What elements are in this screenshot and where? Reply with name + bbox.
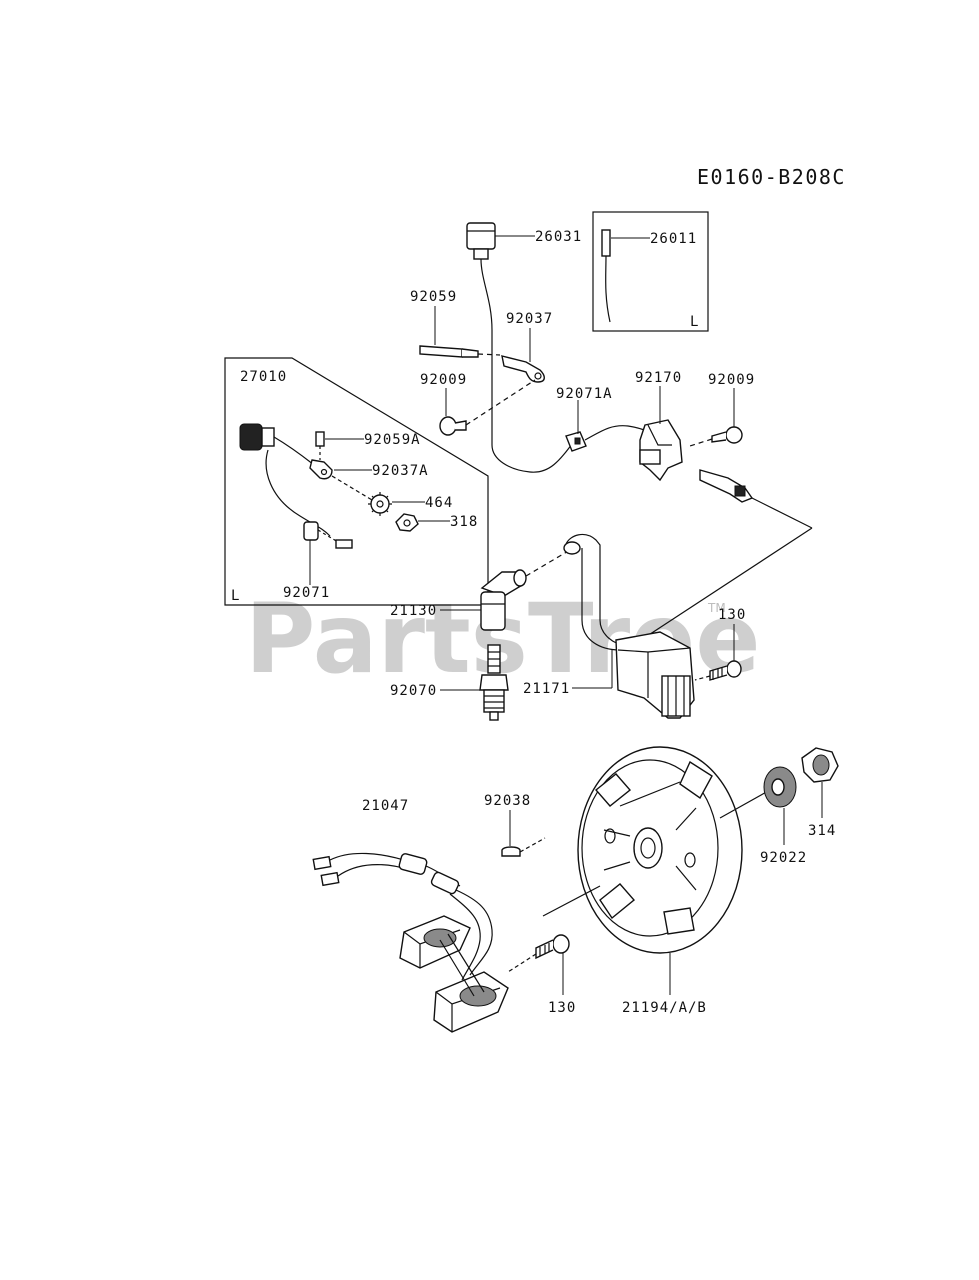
callout-92038[interactable]: 92038 xyxy=(484,793,531,809)
part-26011-drawing xyxy=(601,229,611,323)
callout-92009-upper[interactable]: 92009 xyxy=(420,372,467,388)
inset-26011: L 26011 xyxy=(592,211,709,332)
callout-92059A[interactable]: 92059A xyxy=(364,432,421,448)
part-92009a-drawing xyxy=(439,379,536,436)
callout-27010[interactable]: 27010 xyxy=(240,369,287,385)
callout-21047[interactable]: 21047 xyxy=(362,798,409,814)
callout-92022[interactable]: 92022 xyxy=(760,850,807,866)
part-21047-drawing xyxy=(312,852,509,1033)
callout-314[interactable]: 314 xyxy=(808,823,836,839)
callout-92070[interactable]: 92070 xyxy=(390,683,437,699)
callout-92009-right[interactable]: 92009 xyxy=(708,372,755,388)
callout-92071[interactable]: 92071 xyxy=(283,585,330,601)
callout-92037[interactable]: 92037 xyxy=(506,311,553,327)
callout-92071A[interactable]: 92071A xyxy=(556,386,613,402)
diagram-code: E0160-B208C xyxy=(697,165,846,189)
callout-21194[interactable]: 21194/A/B xyxy=(622,1000,707,1016)
callout-92059[interactable]: 92059 xyxy=(410,289,457,305)
part-92038-drawing xyxy=(501,837,546,857)
part-464-drawing xyxy=(368,492,392,516)
part-92022-drawing xyxy=(763,766,797,808)
callout-21130[interactable]: 21130 xyxy=(390,603,437,619)
part-26031-drawing xyxy=(466,222,576,473)
part-21130-drawing xyxy=(480,549,571,631)
part-130b-drawing xyxy=(507,934,570,973)
part-21194-drawing xyxy=(542,746,771,954)
part-314-drawing xyxy=(801,747,839,783)
inset-marker-27010: L xyxy=(231,588,240,604)
part-92009b-drawing xyxy=(689,426,743,447)
watermark-tm: TM xyxy=(707,601,726,615)
callout-92170[interactable]: 92170 xyxy=(635,370,682,386)
part-92059-drawing xyxy=(419,345,501,358)
callout-92037A[interactable]: 92037A xyxy=(372,463,429,479)
part-92071A-drawing xyxy=(565,431,587,452)
part-92170-drawing xyxy=(639,419,754,503)
inset-marker: L xyxy=(690,314,699,330)
part-92070-drawing xyxy=(479,644,509,721)
part-318-drawing xyxy=(395,513,419,532)
callout-318[interactable]: 318 xyxy=(450,514,478,530)
callout-26011[interactable]: 26011 xyxy=(650,231,697,247)
part-92059A-drawing xyxy=(315,431,325,460)
part-92037-drawing xyxy=(501,355,545,383)
callout-130-upper[interactable]: 130 xyxy=(718,607,746,623)
callout-21171[interactable]: 21171 xyxy=(523,681,570,697)
part-92037A-drawing xyxy=(309,459,373,501)
callout-130-lower[interactable]: 130 xyxy=(548,1000,576,1016)
inset-27010: L xyxy=(224,357,489,606)
callout-26031[interactable]: 26031 xyxy=(535,229,582,245)
callout-464[interactable]: 464 xyxy=(425,495,453,511)
part-21171-drawing xyxy=(563,533,695,719)
part-27010-switch-drawing xyxy=(239,423,353,549)
